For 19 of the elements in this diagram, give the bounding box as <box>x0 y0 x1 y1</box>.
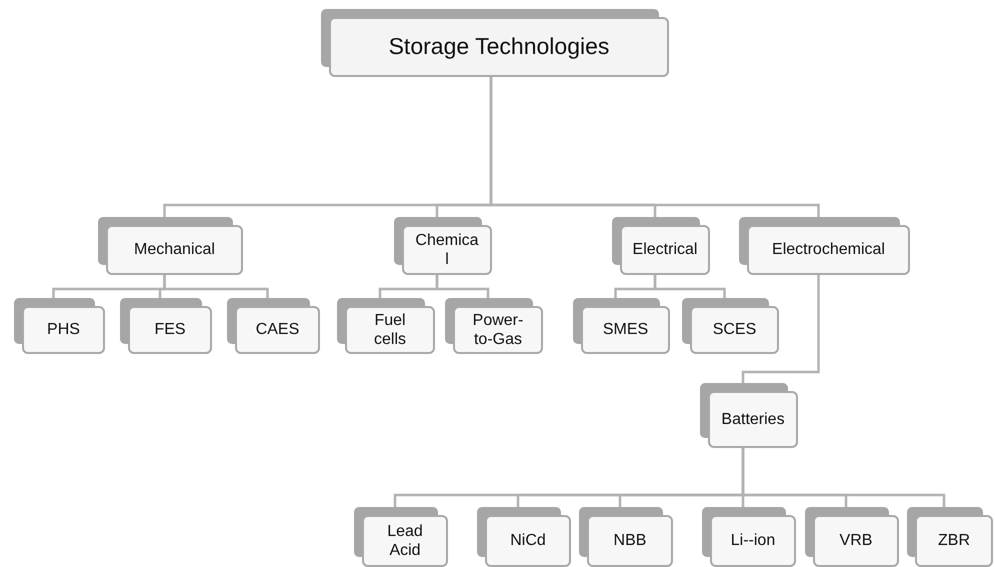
node-label: ZBR <box>938 531 970 551</box>
node-label: Storage Technologies <box>388 33 610 61</box>
node-label: CAES <box>256 320 300 340</box>
node-label: Fuel cells <box>372 310 407 350</box>
node-label: Lead Acid <box>386 522 424 560</box>
node-label: NiCd <box>510 531 546 551</box>
node-label: PHS <box>47 320 80 340</box>
node-label: Chemical <box>414 230 480 270</box>
node-label: SCES <box>712 320 756 340</box>
node-label: Power-to-Gas <box>472 310 524 350</box>
node-label: VRB <box>840 531 872 551</box>
node-label: NBB <box>614 531 646 551</box>
node-label: Electrochemical <box>772 240 885 260</box>
node-label: Mechanical <box>134 240 215 260</box>
node-label: FES <box>154 320 186 340</box>
node-label: Electrical <box>632 240 698 260</box>
node-label: Li--ion <box>730 531 776 551</box>
node-label: SMES <box>602 320 648 340</box>
node-label: Batteries <box>721 410 785 430</box>
